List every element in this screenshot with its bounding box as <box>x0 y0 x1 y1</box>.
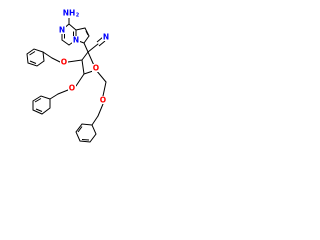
benzyloxymethyl-group <box>75 69 107 143</box>
molecule-structure: NH 2 N N N O O O O <box>26 9 110 143</box>
benzyl-o-3-label: O <box>100 96 106 105</box>
benzyl-o-1-label: O <box>61 58 67 67</box>
pyrimidine-n-label: N <box>59 26 65 35</box>
nitrile-n-label: N <box>103 33 109 42</box>
amine-subscript: 2 <box>76 13 80 19</box>
atom-labels: NH 2 N N N O O O O <box>58 9 110 105</box>
ring-o-label: O <box>93 64 99 73</box>
benzyl-o-2-label: O <box>69 84 75 93</box>
bridgehead-n-label: N <box>73 36 79 45</box>
benzyloxy-group-2 <box>32 73 85 115</box>
amine-label: NH <box>63 9 76 18</box>
benzyloxy-group-1 <box>26 48 83 67</box>
